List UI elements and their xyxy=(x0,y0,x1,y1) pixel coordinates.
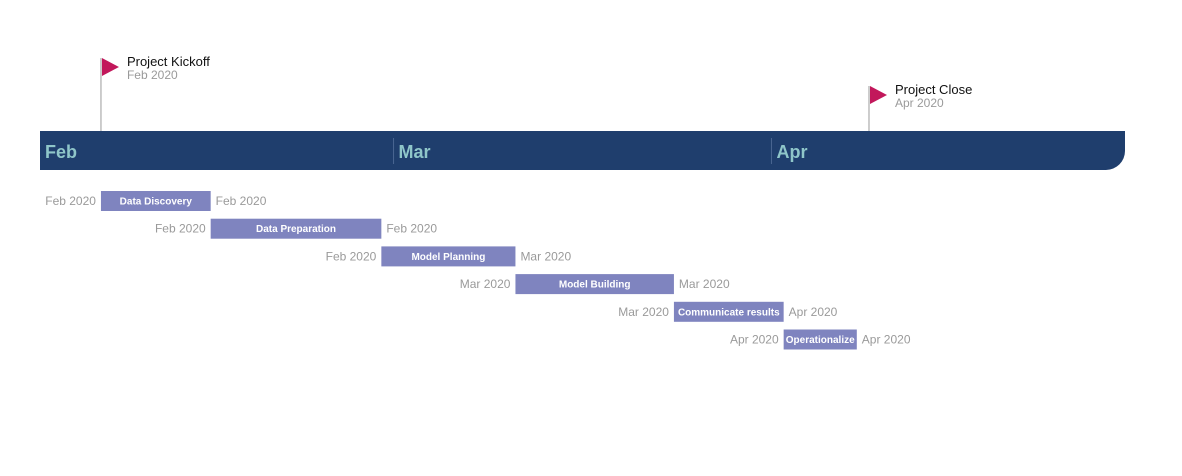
task-name: Data Discovery xyxy=(120,197,193,208)
month-label: Apr xyxy=(776,142,807,162)
task-row: Data Preparation Feb 2020 Feb 2020 xyxy=(155,218,437,239)
task-name: Communicate results xyxy=(678,307,780,318)
task-bar xyxy=(673,301,784,322)
task-start-date: Feb 2020 xyxy=(45,194,96,208)
milestone-date: Feb 2020 xyxy=(127,68,178,82)
task-start-date: Mar 2020 xyxy=(460,277,511,291)
month-label: Feb xyxy=(45,142,77,162)
task-start-date: Feb 2020 xyxy=(155,222,206,236)
task-row: Model Planning Feb 2020 Mar 2020 xyxy=(326,246,571,267)
milestone-title: Project Close xyxy=(895,82,972,97)
task-bar xyxy=(100,191,211,211)
task-start-date: Feb 2020 xyxy=(326,249,377,263)
task-row: Operationalize Apr 2020 Apr 2020 xyxy=(730,329,911,350)
task-name: Model Planning xyxy=(411,252,485,263)
task-end-date: Feb 2020 xyxy=(216,194,267,208)
task-name: Data Preparation xyxy=(256,224,336,235)
task-start-date: Apr 2020 xyxy=(730,333,779,347)
task-end-date: Mar 2020 xyxy=(679,277,730,291)
task-row: Model Building Mar 2020 Mar 2020 xyxy=(460,274,730,295)
flag-icon xyxy=(869,86,887,104)
task-row: Data Discovery Feb 2020 Feb 2020 xyxy=(45,191,267,211)
task-end-date: Feb 2020 xyxy=(386,222,437,236)
task-bar xyxy=(515,274,674,295)
milestone-date: Apr 2020 xyxy=(895,96,944,110)
milestone-title: Project Kickoff xyxy=(127,54,210,69)
task-row: Communicate results Mar 2020 Apr 2020 xyxy=(618,301,838,322)
task-bar xyxy=(210,218,382,239)
task-end-date: Mar 2020 xyxy=(520,249,571,263)
flag-icon xyxy=(101,58,119,76)
month-band-layer: Feb Mar Apr xyxy=(40,131,1125,170)
task-start-date: Mar 2020 xyxy=(618,305,669,319)
task-end-date: Apr 2020 xyxy=(862,333,911,347)
task-bar xyxy=(783,329,857,350)
task-end-date: Apr 2020 xyxy=(789,305,838,319)
month-band xyxy=(40,131,1125,170)
month-label: Mar xyxy=(399,142,431,162)
task-bar xyxy=(381,246,516,267)
task-name: Model Building xyxy=(559,280,631,291)
task-name: Operationalize xyxy=(786,335,855,346)
